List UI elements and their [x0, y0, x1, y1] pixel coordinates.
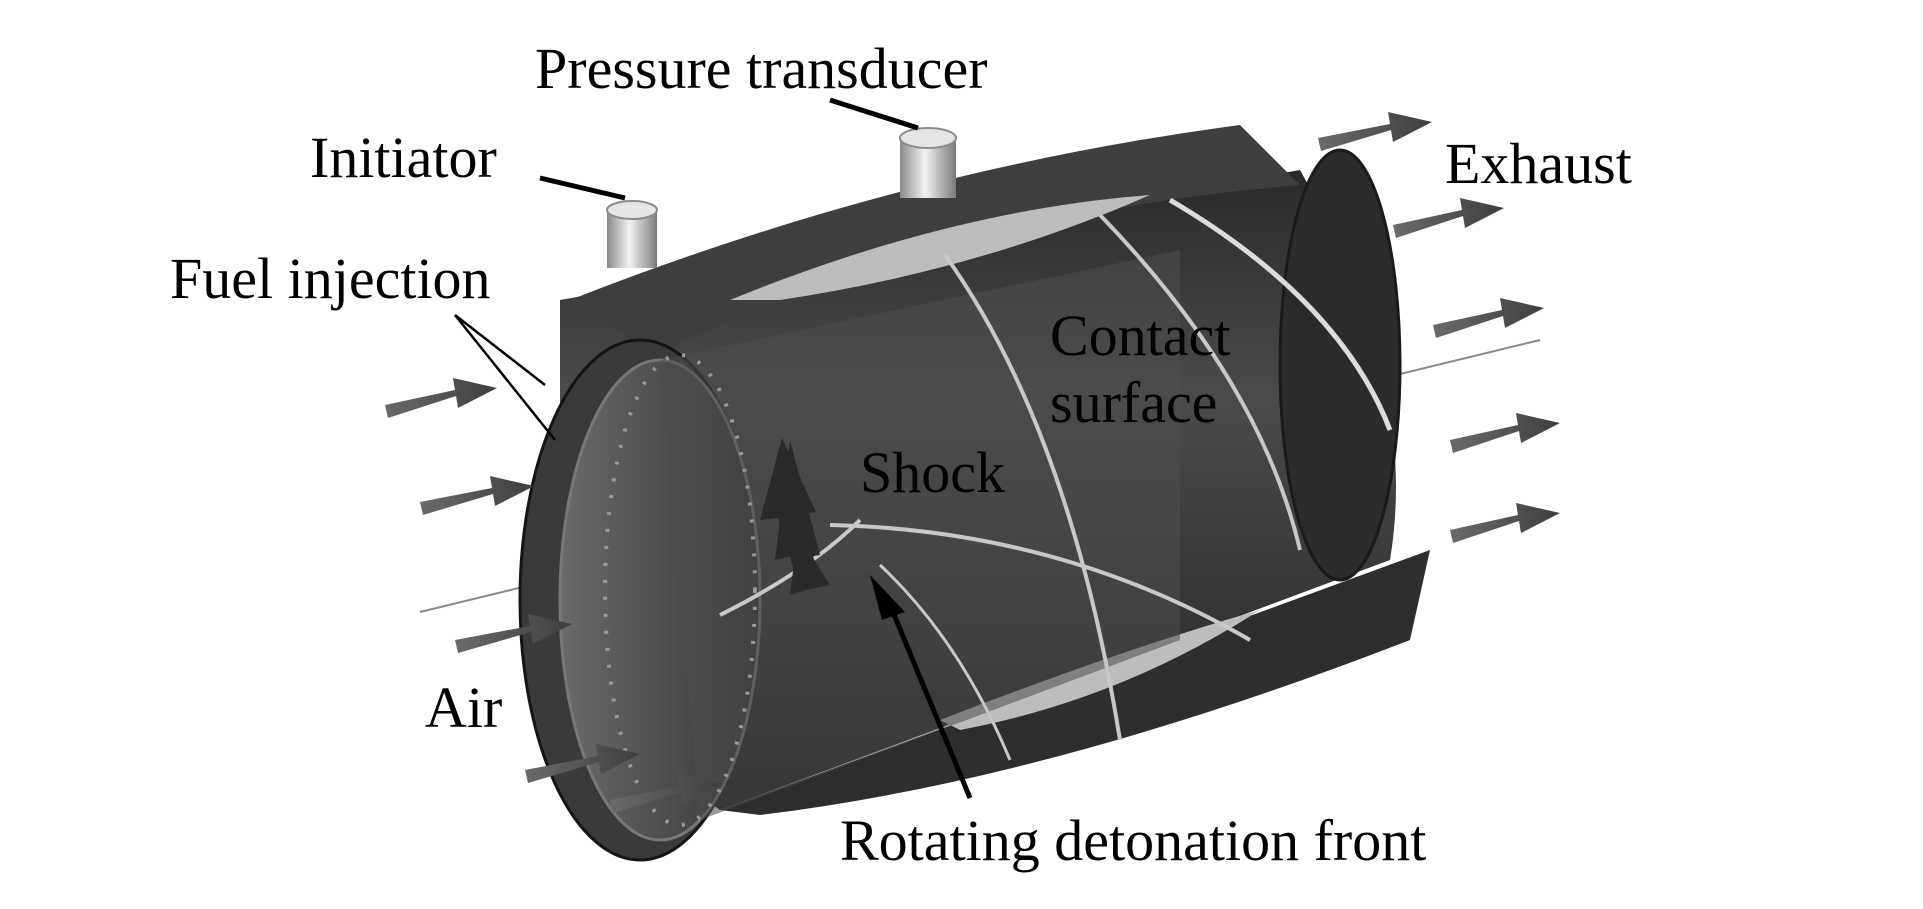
fuel-injection-holes: [603, 353, 757, 827]
rotating-detonation-front-label: Rotating detonation front: [840, 808, 1426, 873]
initiator-label: Initiator: [310, 125, 497, 190]
exhaust-arrows: [1318, 112, 1560, 543]
air-inlet-arrows: [385, 378, 722, 813]
arrow-right-icon: [1450, 413, 1560, 453]
shock-line: [829, 523, 1252, 642]
contact-surface-label-line2: surface: [1050, 370, 1217, 435]
arrow-right-icon: [1393, 198, 1504, 238]
arrow-up-icon: [760, 438, 830, 595]
pressure-transducer-leader: [829, 97, 919, 131]
initiator-pipe: [606, 200, 658, 268]
fuel-injection-label: Fuel injection: [170, 246, 491, 311]
shock-label: Shock: [860, 440, 1005, 505]
pressure-transducer-label: Pressure transducer: [535, 36, 988, 101]
arrow-right-icon: [385, 378, 497, 418]
shock-lower-line: [878, 563, 1012, 761]
air-label: Air: [425, 675, 502, 740]
contact-surface-line-2: [1098, 213, 1302, 551]
contact-surface-label-line1: Contact: [1050, 303, 1230, 368]
combustor-exit-rim: [1278, 148, 1402, 582]
arrow-right-icon: [1318, 112, 1432, 151]
contact-surface-line-1: [943, 253, 1122, 741]
arrow-right-icon: [420, 476, 534, 515]
pressure-transducer-pipe: [899, 127, 957, 198]
rotating-front-pointer: [870, 575, 973, 799]
exhaust-label: Exhaust: [1445, 131, 1632, 196]
top-cutaway-opening: [730, 195, 1150, 300]
arrow-right-icon: [610, 774, 722, 813]
arrow-right-icon: [1433, 298, 1544, 338]
fuel-injection-leader-2: [454, 314, 556, 441]
inner-cylinder-shading: [660, 250, 1180, 820]
initiator-leader: [539, 175, 626, 201]
arrow-right-icon: [525, 744, 640, 783]
fuel-injection-leader-1: [454, 314, 546, 386]
contact-surface-line-3: [1168, 197, 1393, 431]
arrow-right-icon: [1450, 503, 1560, 543]
arrow-right-icon: [455, 614, 572, 653]
